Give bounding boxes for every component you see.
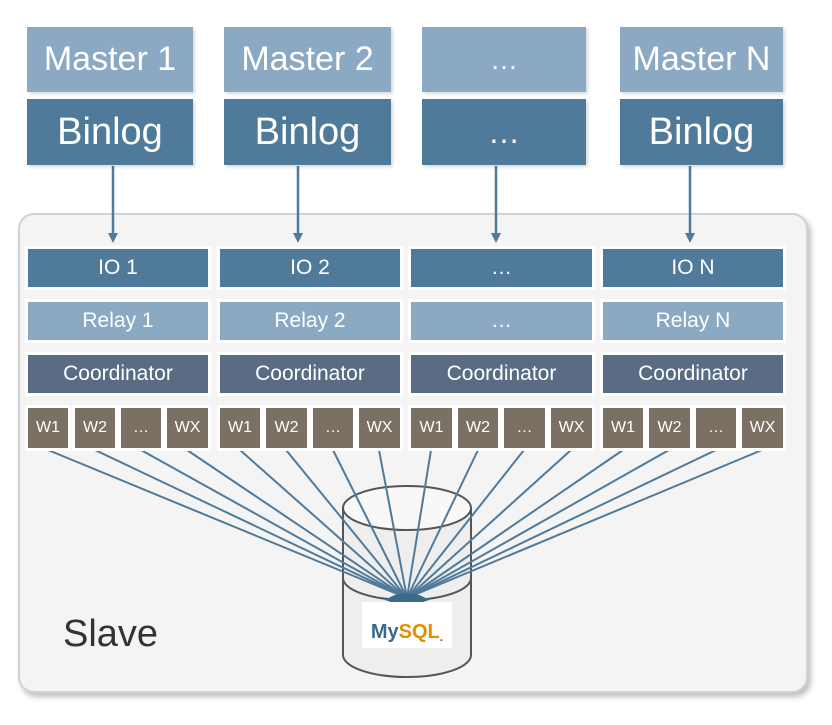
worker-to-db-line-7 — [332, 449, 408, 599]
worker-4-w1: W1 — [603, 408, 643, 448]
relay-log-1: Relay 1 — [28, 302, 208, 340]
worker-to-db-line-15 — [406, 449, 717, 599]
worker-to-db-line-2 — [94, 449, 408, 599]
database-cylinder-top — [342, 485, 472, 531]
worker-to-db-line-16 — [406, 449, 763, 599]
worker-1-ellipsis: … — [121, 408, 161, 448]
worker-to-db-line-12 — [406, 449, 572, 599]
worker-to-db-line-3 — [140, 449, 408, 599]
worker-to-db-line-1 — [47, 449, 408, 599]
master-box-ellipsis: … — [422, 27, 586, 92]
worker-2-wx: WX — [359, 408, 400, 448]
master-box-n: Master N — [620, 27, 783, 92]
master-box-1: Master 1 — [27, 27, 193, 92]
worker-to-db-line-6 — [285, 449, 408, 599]
coordinator-1: Coordinator — [28, 355, 208, 393]
worker-2-w1: W1 — [220, 408, 260, 448]
worker-to-db-line-11 — [406, 449, 525, 599]
worker-to-db-line-14 — [406, 449, 670, 599]
io-thread-1: IO 1 — [28, 249, 208, 287]
worker-4-wx: WX — [742, 408, 783, 448]
worker-to-db-line-10 — [406, 449, 479, 599]
worker-to-db-line-8 — [378, 449, 408, 599]
binlog-box-1: Binlog — [27, 99, 193, 165]
worker-1-wx: WX — [167, 408, 208, 448]
worker-2-w2: W2 — [266, 408, 307, 448]
io-thread-n: IO N — [603, 249, 783, 287]
relay-log-ellipsis: … — [411, 302, 592, 340]
worker-3-ellipsis: … — [504, 408, 545, 448]
worker-1-w2: W2 — [75, 408, 115, 448]
coordinator-3: Coordinator — [411, 355, 592, 393]
worker-to-db-line-4 — [186, 449, 408, 599]
mysql-logo-sql: SQL — [398, 621, 440, 643]
worker-3-w1: W1 — [411, 408, 452, 448]
coordinator-4: Coordinator — [603, 355, 783, 393]
binlog-box-2: Binlog — [224, 99, 391, 165]
binlog-box-n: Binlog — [620, 99, 783, 165]
worker-2-ellipsis: … — [313, 408, 353, 448]
relay-log-2: Relay 2 — [220, 302, 400, 340]
worker-3-wx: WX — [551, 408, 592, 448]
mysql-logo-my: My — [370, 621, 399, 643]
worker-to-db-line-13 — [406, 449, 624, 599]
worker-to-db-line-5 — [239, 449, 408, 599]
worker-4-w2: W2 — [649, 408, 690, 448]
coordinator-2: Coordinator — [220, 355, 400, 393]
slave-label: Slave — [63, 613, 159, 655]
worker-to-db-line-9 — [406, 449, 432, 599]
io-thread-ellipsis: … — [411, 249, 592, 287]
relay-log-n: Relay N — [603, 302, 783, 340]
master-box-2: Master 2 — [224, 27, 391, 92]
worker-1-w1: W1 — [28, 408, 68, 448]
mysql-dolphin-icon — [385, 593, 429, 604]
worker-3-w2: W2 — [458, 408, 498, 448]
binlog-box-ellipsis: … — [422, 99, 586, 165]
mysql-logo-tm: . — [439, 630, 444, 644]
worker-4-ellipsis: … — [696, 408, 736, 448]
io-thread-2: IO 2 — [220, 249, 400, 287]
